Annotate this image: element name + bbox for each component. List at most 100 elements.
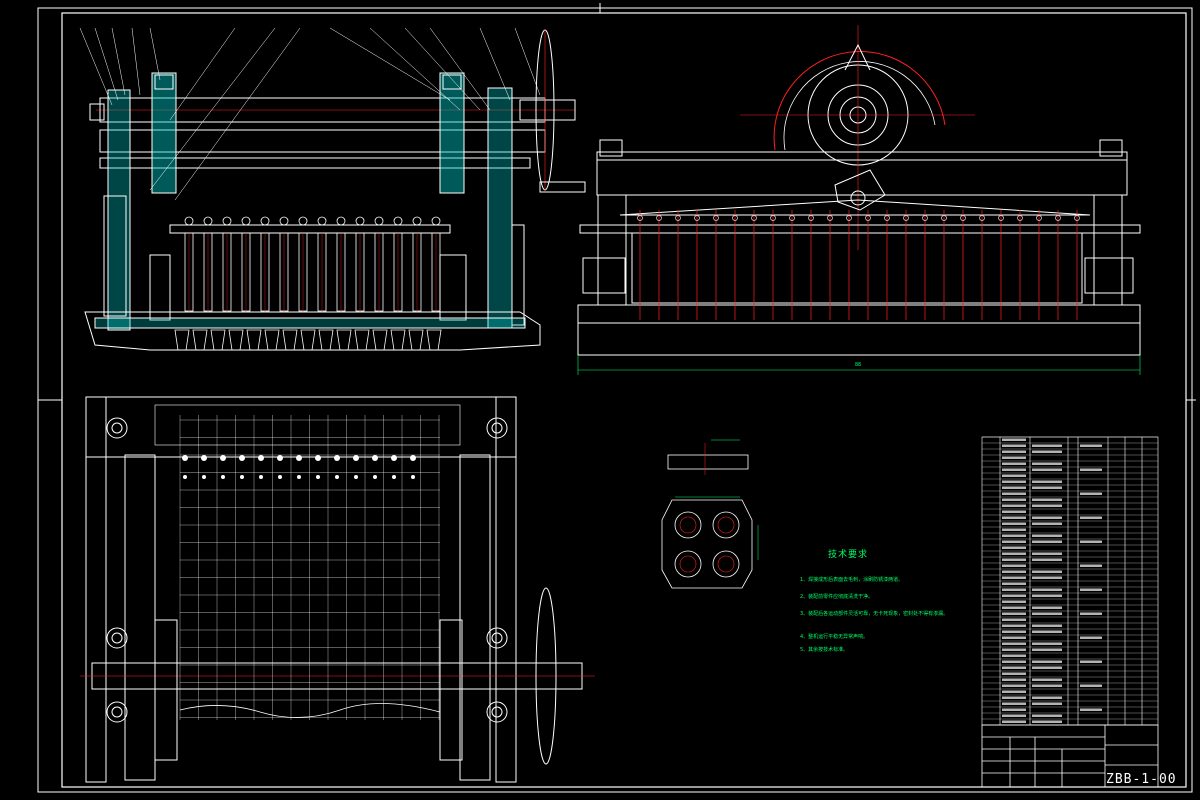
detail-hole [674,550,702,578]
front-tooth [372,329,388,351]
needle-head [713,215,719,221]
parts-row-entry [1002,564,1026,567]
parts-row-entry [1002,672,1026,675]
detail-hole [712,550,740,578]
front-tooth [390,329,406,351]
plan-dot [353,455,359,461]
plan-dot [354,475,358,479]
parts-row-entry [1032,702,1062,705]
front-tooth [354,329,370,351]
parts-row-entry [1080,636,1102,639]
parts-row-entry [1032,504,1062,507]
parts-row-entry [1032,696,1062,699]
tech-note-5: 5、其余按技术标准。 [800,647,849,653]
needle-head [732,215,738,221]
parts-row-entry [1032,720,1062,723]
plan-dot [201,455,207,461]
parts-row-entry [1002,606,1026,609]
plan-view-dots [182,455,416,479]
plan-view-grid [179,415,440,720]
parts-row-entry [1032,678,1062,681]
needle-head [808,215,814,221]
bolt-head [222,216,232,226]
parts-row-entry [1032,552,1062,555]
parts-row-entry [1032,558,1062,561]
parts-row-entry [1080,444,1102,447]
needle-head [1036,215,1042,221]
plan-dot [220,455,226,461]
front-tooth [408,329,424,351]
needle-head [846,215,852,221]
parts-row-entry [1080,612,1102,615]
plan-dot [278,475,282,479]
parts-row-entry [1002,720,1026,723]
parts-list-rows [982,436,1158,723]
parts-row-entry [1032,612,1062,615]
detail-hole [674,511,702,539]
parts-row-entry [1002,570,1026,573]
parts-row-entry [1002,528,1026,531]
parts-row-entry [1002,552,1026,555]
parts-row-entry [1002,450,1026,453]
detail-hole-inner [679,555,697,573]
parts-row-entry [1002,618,1026,621]
needle-head [979,215,985,221]
detail-view [661,439,759,589]
title-block [981,724,1159,788]
parts-row-entry [1002,690,1026,693]
parts-row-entry [1032,666,1062,669]
parts-row-entry [1002,438,1026,441]
bolt-head [336,216,346,226]
front-tooth [264,329,280,351]
tech-note-2: 2、装配前零件应彻底清洗干净。 [800,594,874,600]
parts-row-entry [1002,654,1026,657]
front-section-view [79,27,586,351]
needle-head [941,215,947,221]
parts-row-entry [1002,558,1026,561]
parts-row-entry [1002,594,1026,597]
parts-row-entry [1032,444,1062,447]
parts-row-entry [1032,480,1062,483]
parts-row-entry [1032,522,1062,525]
parts-row-entry [1032,534,1062,537]
plan-dot [182,455,188,461]
detail-hole-inner [717,555,735,573]
parts-row-entry [1002,678,1026,681]
front-tooth [282,329,298,351]
needle-head [998,215,1004,221]
parts-row-entry [1002,540,1026,543]
parts-row-entry [1032,450,1062,453]
bolt-head [279,216,289,226]
parts-row-entry [1002,492,1026,495]
parts-row-entry [1002,504,1026,507]
plan-dot [221,475,225,479]
parts-row-entry [1080,564,1102,567]
detail-hole-inner [679,516,697,534]
parts-row-entry [1002,684,1026,687]
plan-dot [239,455,245,461]
parts-row-entry [1032,462,1062,465]
front-view-teeth [174,329,442,351]
parts-row-entry [1002,612,1026,615]
parts-row-entry [1002,474,1026,477]
plan-dot [259,475,263,479]
front-tooth [426,329,442,351]
side-view-needles [637,210,1080,320]
needle-head [1074,215,1080,221]
bolt-head [317,216,327,226]
parts-row-entry [1032,648,1062,651]
plan-dot [411,475,415,479]
bolt-head [260,216,270,226]
parts-row-entry [1002,666,1026,669]
needle-head [903,215,909,221]
plan-dot [202,475,206,479]
parts-row-entry [1002,660,1026,663]
parts-row-entry [1002,588,1026,591]
parts-row-entry [1032,684,1062,687]
overall-length-dimension: 88 [855,362,862,368]
parts-row-entry [1002,600,1026,603]
plan-dot [373,475,377,479]
plan-dot [277,455,283,461]
parts-row-entry [1032,498,1062,501]
